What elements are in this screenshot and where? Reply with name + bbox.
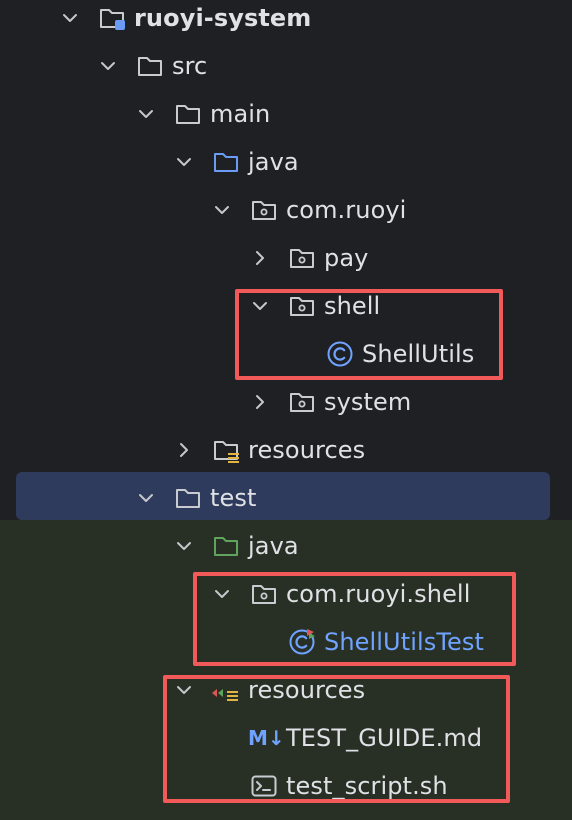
tree-node-test-guide[interactable]: M↓ TEST_GUIDE.md bbox=[0, 714, 572, 762]
tree-node-label: pay bbox=[324, 244, 369, 272]
chevron-down-icon[interactable] bbox=[210, 570, 234, 618]
test-resources-root-folder-icon bbox=[208, 676, 238, 704]
folder-icon bbox=[174, 484, 202, 512]
highlight-box-test-resources bbox=[163, 675, 510, 803]
tree-node-label: java bbox=[248, 532, 299, 560]
package-icon bbox=[250, 196, 278, 224]
tree-node-src[interactable]: src bbox=[0, 42, 572, 90]
tree-node-label: test_script.sh bbox=[286, 772, 448, 800]
tree-node-test[interactable]: test bbox=[0, 474, 572, 522]
tree-node-label: ShellUtils bbox=[362, 340, 475, 368]
chevron-down-icon[interactable] bbox=[210, 186, 234, 234]
chevron-right-icon[interactable] bbox=[248, 378, 272, 426]
tree-node-shell[interactable]: shell bbox=[0, 282, 572, 330]
tree-node-test-java[interactable]: java bbox=[0, 522, 572, 570]
folder-icon bbox=[174, 100, 202, 128]
package-icon bbox=[250, 580, 278, 608]
tree-node-label: ruoyi-system bbox=[134, 4, 312, 32]
tree-node-label: test bbox=[210, 484, 257, 512]
selected-row-highlight bbox=[16, 472, 550, 520]
chevron-right-icon[interactable] bbox=[172, 426, 196, 474]
tree-node-main-resources[interactable]: resources bbox=[0, 426, 572, 474]
tree-node-shell-utils-test[interactable]: ShellUtilsTest bbox=[0, 618, 572, 666]
chevron-down-icon[interactable] bbox=[172, 666, 196, 714]
tree-node-label: resources bbox=[248, 676, 366, 704]
package-icon bbox=[288, 244, 316, 272]
tree-node-shell-utils[interactable]: ShellUtils bbox=[0, 330, 572, 378]
tree-node-label: main bbox=[210, 100, 271, 128]
tree-node-system[interactable]: system bbox=[0, 378, 572, 426]
tree-node-pay[interactable]: pay bbox=[0, 234, 572, 282]
tree-node-label: com.ruoyi bbox=[286, 196, 407, 224]
module-folder-icon bbox=[98, 4, 126, 32]
test-class-icon bbox=[288, 628, 316, 656]
test-scope-background bbox=[0, 520, 572, 820]
tree-node-main-java[interactable]: java bbox=[0, 138, 572, 186]
chevron-down-icon[interactable] bbox=[134, 90, 158, 138]
tree-node-com-ruoyi[interactable]: com.ruoyi bbox=[0, 186, 572, 234]
tree-node-ruoyi-system[interactable]: ruoyi-system bbox=[0, 0, 572, 42]
tree-node-label: java bbox=[248, 148, 299, 176]
tree-node-main[interactable]: main bbox=[0, 90, 572, 138]
chevron-down-icon[interactable] bbox=[248, 282, 272, 330]
tree-node-com-ruoyi-shell[interactable]: com.ruoyi.shell bbox=[0, 570, 572, 618]
package-icon bbox=[288, 388, 316, 416]
test-source-root-folder-icon bbox=[212, 532, 240, 560]
markdown-file-icon: M↓ bbox=[248, 726, 285, 750]
tree-node-label: system bbox=[324, 388, 412, 416]
tree-node-label: src bbox=[172, 52, 208, 80]
chevron-down-icon[interactable] bbox=[172, 522, 196, 570]
tree-node-test-script[interactable]: test_script.sh bbox=[0, 762, 572, 810]
source-root-folder-icon bbox=[212, 148, 240, 176]
chevron-right-icon[interactable] bbox=[248, 234, 272, 282]
tree-node-test-resources[interactable]: resources bbox=[0, 666, 572, 714]
shell-script-icon bbox=[250, 772, 278, 800]
package-icon bbox=[288, 292, 316, 320]
tree-node-label: ShellUtilsTest bbox=[324, 628, 485, 656]
tree-node-label: com.ruoyi.shell bbox=[286, 580, 471, 608]
tree-node-label: TEST_GUIDE.md bbox=[286, 724, 483, 752]
tree-node-label: shell bbox=[324, 292, 381, 320]
chevron-down-icon[interactable] bbox=[96, 42, 120, 90]
class-icon bbox=[326, 340, 354, 368]
chevron-down-icon[interactable] bbox=[58, 0, 82, 42]
tree-node-label: resources bbox=[248, 436, 366, 464]
chevron-down-icon[interactable] bbox=[172, 138, 196, 186]
folder-icon bbox=[136, 52, 164, 80]
chevron-down-icon[interactable] bbox=[134, 474, 158, 522]
highlight-box-shell bbox=[235, 289, 503, 380]
highlight-box-test-package bbox=[193, 572, 516, 666]
resources-root-folder-icon bbox=[212, 436, 240, 464]
